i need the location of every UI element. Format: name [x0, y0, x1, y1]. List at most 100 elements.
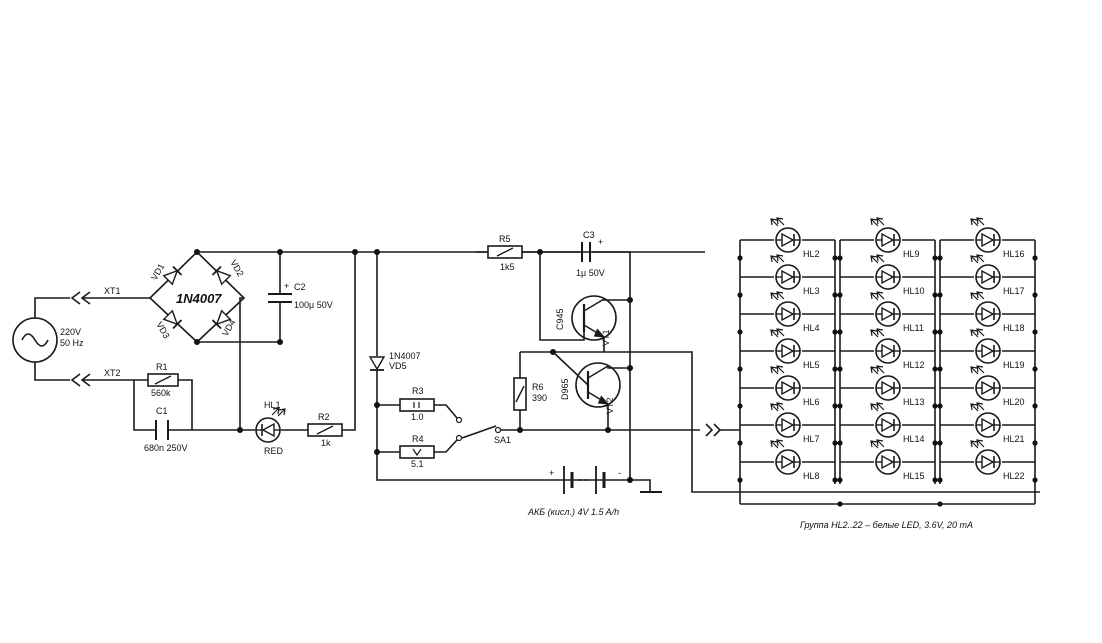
led-hl14	[870, 402, 901, 438]
led-hl21	[970, 402, 1001, 438]
battery-minus: -	[618, 468, 621, 478]
resistor-r1	[147, 373, 179, 387]
led-hl8	[770, 439, 801, 475]
transistor-vt2	[575, 362, 621, 408]
vt1-part: C945	[555, 308, 565, 330]
vt1-name: VT1	[601, 329, 611, 346]
led-label: HL10	[903, 286, 925, 296]
led-hl18	[970, 291, 1001, 327]
r1-name: R1	[156, 362, 168, 372]
led-label: HL21	[1003, 434, 1025, 444]
led-label: HL5	[803, 360, 820, 370]
led-label: HL12	[903, 360, 925, 370]
led-label: HL4	[803, 323, 820, 333]
r6-value: 390	[532, 393, 547, 403]
vt2-part: D965	[560, 378, 570, 400]
xt1-label: XT1	[104, 286, 121, 296]
r4-value: 5.1	[411, 459, 424, 469]
led-label: HL16	[1003, 249, 1025, 259]
led-hl7	[770, 402, 801, 438]
led-hl4	[770, 291, 801, 327]
led-label: HL13	[903, 397, 925, 407]
capacitor-c2	[268, 293, 292, 303]
battery-label: АКБ (кисл.) 4V 1.5 A/h	[527, 507, 619, 517]
hl1-name: HL1	[264, 400, 281, 410]
led-label: HL8	[803, 471, 820, 481]
c2-value: 100µ 50V	[294, 300, 333, 310]
led-label: HL19	[1003, 360, 1025, 370]
led-label: HL3	[803, 286, 820, 296]
battery	[563, 466, 606, 494]
led-hl12	[870, 328, 901, 364]
r2-name: R2	[318, 412, 330, 422]
c1-name: C1	[156, 406, 168, 416]
resistor-r4	[399, 445, 435, 459]
led-label: HL9	[903, 249, 920, 259]
r3-name: R3	[412, 386, 424, 396]
led-hl1	[255, 407, 286, 443]
resistor-r3	[399, 398, 435, 412]
led-hl3	[770, 254, 801, 290]
led-hl11	[870, 291, 901, 327]
led-hl20	[970, 365, 1001, 401]
c2-name: C2	[294, 282, 306, 292]
source-frequency: 50 Hz	[60, 338, 84, 348]
vd5-part: 1N4007	[389, 351, 421, 361]
r5-value: 1k5	[500, 262, 515, 272]
diode-vd5	[368, 356, 386, 371]
led-label: HL6	[803, 397, 820, 407]
battery-plus: +	[549, 468, 554, 478]
led-hl15	[870, 439, 901, 475]
c3-plus: +	[598, 237, 603, 247]
r6-name: R6	[532, 382, 544, 392]
led-label: HL2	[803, 249, 820, 259]
hl1-color: RED	[264, 446, 284, 456]
vd5-name: VD5	[389, 361, 407, 371]
vd1-label: VD1	[149, 262, 166, 282]
r1-value: 560k	[151, 388, 171, 398]
sa1-name: SA1	[494, 435, 511, 445]
led-hl13	[870, 365, 901, 401]
resistor-r6	[513, 377, 527, 411]
connector-led-out	[705, 423, 722, 437]
connector-xt2	[70, 373, 134, 387]
c3-value: 1µ 50V	[576, 268, 605, 278]
vt2-name: VT2	[605, 397, 615, 414]
r3-value: 1.0	[411, 412, 424, 422]
led-label: HL7	[803, 434, 820, 444]
led-label: HL15	[903, 471, 925, 481]
led-hl17	[970, 254, 1001, 290]
ac-source	[12, 317, 58, 363]
r2-value: 1k	[321, 438, 331, 448]
r4-name: R4	[412, 434, 424, 444]
led-label: HL18	[1003, 323, 1025, 333]
led-label: HL17	[1003, 286, 1025, 296]
led-hl6	[770, 365, 801, 401]
bridge-part: 1N4007	[176, 291, 222, 306]
led-hl19	[970, 328, 1001, 364]
c1-value: 680n 250V	[144, 443, 188, 453]
c2-plus: +	[284, 281, 289, 291]
caption: Группа HL2..22 – белые LED, 3.6V, 20 mA	[800, 520, 973, 530]
led-label: HL22	[1003, 471, 1025, 481]
led-hl9	[870, 217, 901, 253]
led-hl5	[770, 328, 801, 364]
resistor-r5	[487, 245, 523, 259]
c3-name: C3	[583, 230, 595, 240]
xt2-label: XT2	[104, 368, 121, 378]
led-hl10	[870, 254, 901, 290]
r5-name: R5	[499, 234, 511, 244]
resistor-r2	[307, 423, 343, 437]
led-label: HL20	[1003, 397, 1025, 407]
capacitor-c3	[581, 242, 591, 262]
vd3-label: VD3	[154, 320, 171, 340]
connector-xt1	[70, 291, 150, 305]
switch-sa1	[455, 416, 502, 442]
led-hl2	[770, 217, 801, 253]
led-label: HL11	[903, 323, 924, 333]
led-hl22	[970, 439, 1001, 475]
led-label: HL14	[903, 434, 925, 444]
led-hl16	[970, 217, 1001, 253]
